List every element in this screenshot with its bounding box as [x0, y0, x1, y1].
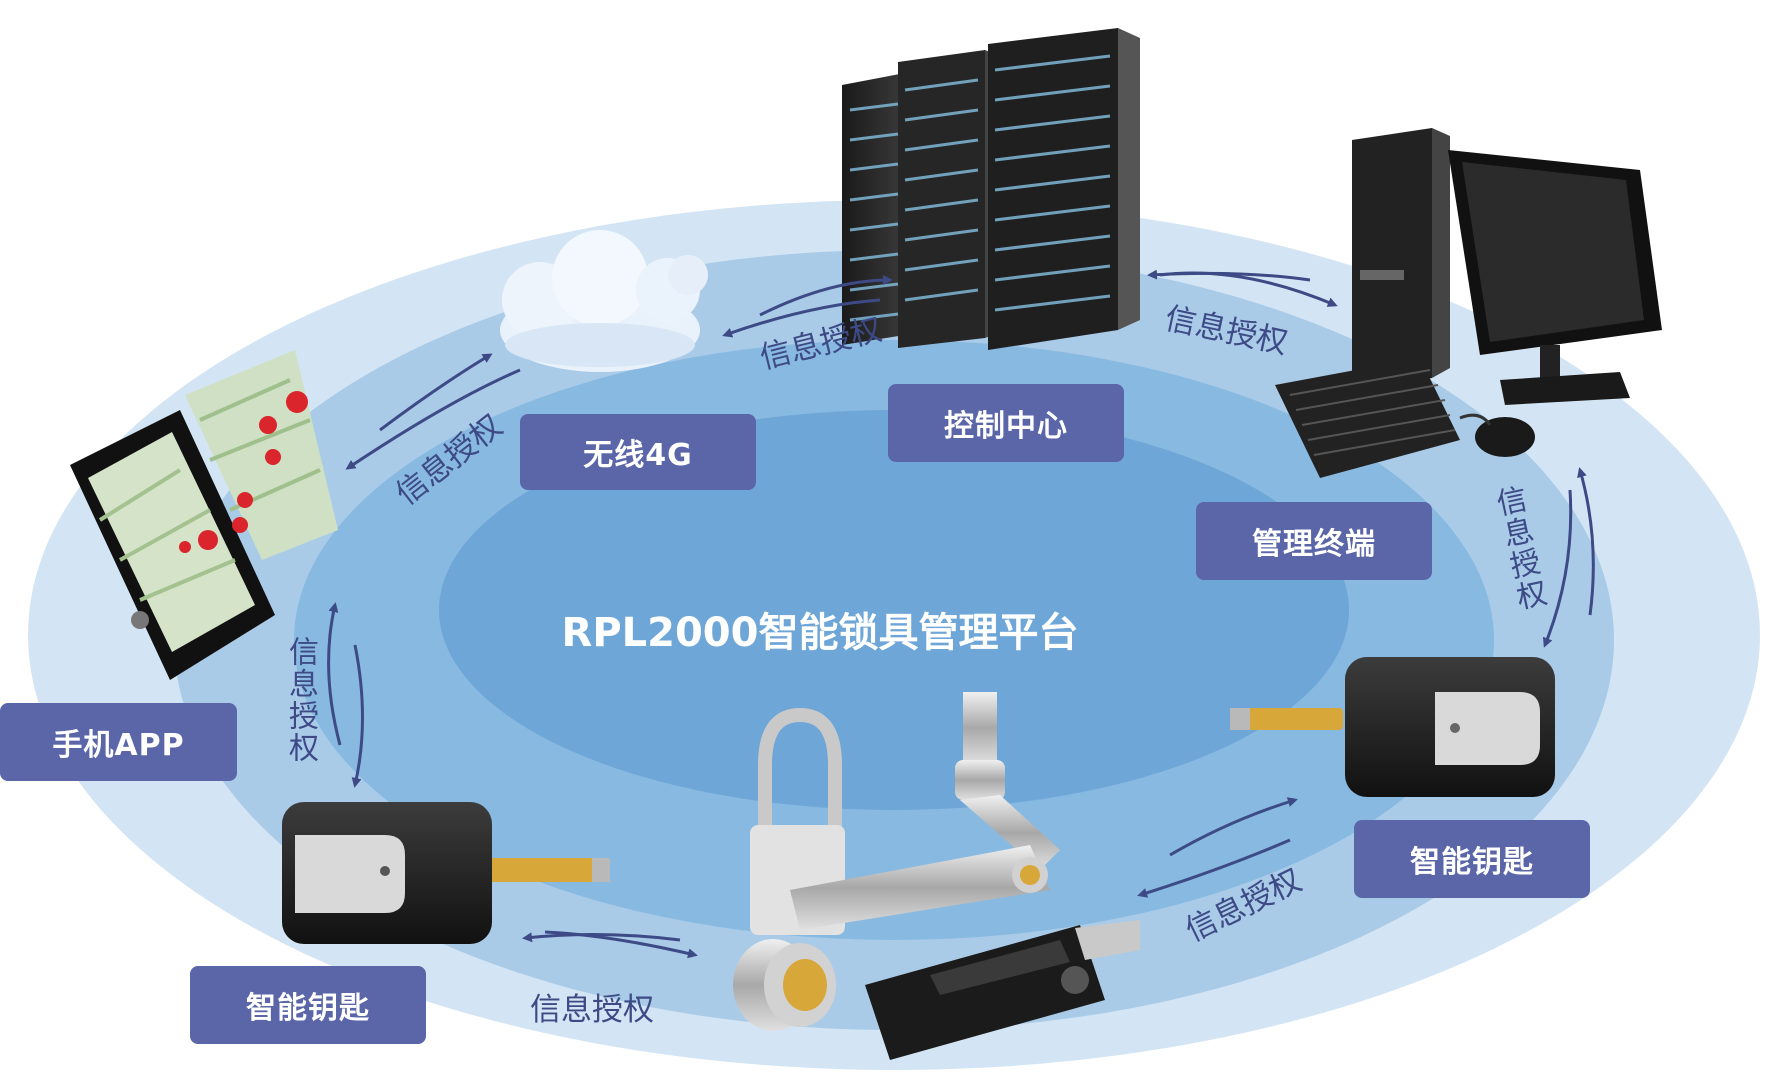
- arrow-terminal-key-right: [1577, 467, 1595, 616]
- smart-key-icon: [1230, 657, 1555, 797]
- label-smart-key-left: 智能钥匙: [190, 966, 426, 1044]
- label-wireless-4g: 无线4G: [520, 414, 756, 490]
- arrow-server-terminal-bottom: [1147, 269, 1311, 282]
- label-control-center: 控制中心: [888, 384, 1124, 462]
- core-ellipse: [439, 410, 1349, 810]
- label-management-terminal: 管理终端: [1196, 502, 1432, 580]
- arrow-phone-key-left: [327, 602, 342, 746]
- link-label-phone-key: 信息授权: [283, 636, 318, 764]
- smart-key-icon: [282, 802, 610, 944]
- arrow-cloud-server-bottom: [722, 298, 881, 338]
- cloud-icon: [500, 230, 708, 372]
- arrow-terminal-key-left: [1542, 489, 1573, 648]
- arrow-key-locks-left-bottom: [522, 932, 681, 943]
- arrow-key-locks-left-top: [544, 930, 698, 959]
- smartphone-map-icon: [70, 350, 338, 680]
- arrow-cloud-server-top: [759, 275, 893, 317]
- server-rack-icon: [842, 28, 1140, 350]
- arrows-group: [327, 269, 1595, 959]
- label-mobile-app: 手机APP: [0, 703, 237, 781]
- latch-lock-icon: [865, 920, 1140, 1060]
- link-label-key-locks-left: 信息授权: [530, 992, 654, 1028]
- platform-title: RPL2000智能锁具管理平台: [561, 610, 1079, 656]
- arrow-phone-key-right: [351, 644, 364, 788]
- arrow-key-locks-right-top: [1169, 797, 1298, 857]
- arrow-phone-cloud-bottom: [345, 368, 521, 470]
- cylinder-lock-icon: [733, 939, 836, 1031]
- handle-lock-icon: [790, 692, 1060, 930]
- label-smart-key-right: 智能钥匙: [1354, 820, 1590, 898]
- arrow-phone-cloud-top: [379, 353, 493, 432]
- desktop-computer-icon: [1275, 128, 1662, 478]
- arrow-key-locks-right-bottom: [1137, 838, 1291, 898]
